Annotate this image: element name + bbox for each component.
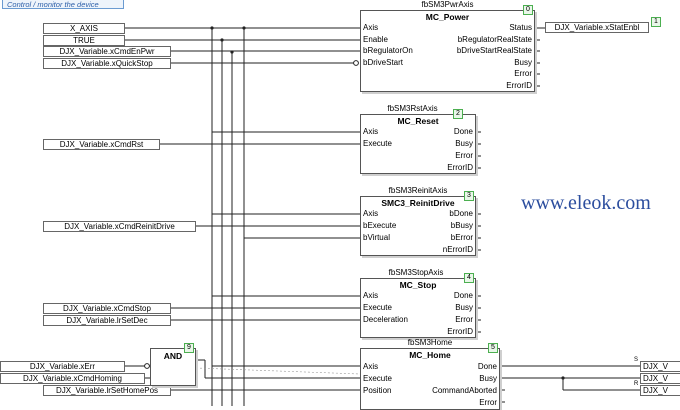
reset-in-execute: Execute <box>363 139 392 148</box>
mc-reset-block[interactable]: MC_Reset Axis Execute Done Busy Error Er… <box>360 114 476 174</box>
power-in-enable: Enable <box>363 35 388 44</box>
home-out-done: Done <box>477 362 497 371</box>
power-out-busy: Busy <box>514 58 532 67</box>
power-instance-name[interactable]: fbSM3PwrAxis <box>421 0 474 9</box>
var-right-1[interactable]: DJX_V <box>640 361 680 372</box>
home-out-command-aborted: CommandAborted <box>432 386 497 395</box>
and-gate-block[interactable]: AND <box>150 348 196 386</box>
power-out-error-id: ErrorID <box>506 81 532 90</box>
mc-home-title: MC_Home <box>409 350 451 360</box>
home-in-axis: Axis <box>363 362 379 371</box>
mc-power-block[interactable]: MC_Power Axis Enable bRegulatorOn bDrive… <box>360 10 535 92</box>
power-out-regulator-real: bRegulatorRealState <box>457 35 532 44</box>
stop-badge: 4 <box>464 273 474 283</box>
var-cmd-homing[interactable]: DJX_Variable.xCmdHoming <box>0 373 145 384</box>
stop-out-error: Error <box>455 315 473 324</box>
var-cmd-rst[interactable]: DJX_Variable.xCmdRst <box>43 139 160 150</box>
var-set-dec[interactable]: DJX_Variable.lrSetDec <box>43 315 171 326</box>
stop-out-done: Done <box>453 291 473 300</box>
mc-reset-title: MC_Reset <box>397 116 439 126</box>
home-out-error: Error <box>479 398 497 407</box>
mc-stop-block[interactable]: MC_Stop Axis Execute Deceleration Done B… <box>360 278 476 338</box>
reset-out-busy: Busy <box>455 139 473 148</box>
home-in-execute: Execute <box>363 374 392 383</box>
power-out-drive-start-real: bDriveStartRealState <box>456 46 532 55</box>
power-in-regulator-on: bRegulatorOn <box>363 46 413 55</box>
reinit-out-done: bDone <box>449 209 473 218</box>
power-in-axis: Axis <box>363 23 379 32</box>
reinit-instance-name[interactable]: fbSM3ReinitAxis <box>388 186 448 195</box>
home-instance-name[interactable]: fbSM3Home <box>407 338 453 347</box>
var-x-axis[interactable]: X_AXIS <box>43 23 125 34</box>
var-cmd-en-pwr[interactable]: DJX_Variable.xCmdEnPwr <box>43 46 171 57</box>
var-set-home-pos[interactable]: DJX_Variable.lrSetHomePos <box>43 385 171 396</box>
var-err[interactable]: DJX_Variable.xErr <box>0 361 125 372</box>
reset-out-error-id: ErrorID <box>447 163 473 172</box>
home-badge: 5 <box>488 343 498 353</box>
set-label: S <box>634 357 639 363</box>
power-in-drive-start: bDriveStart <box>363 58 404 67</box>
watermark-text: www.eleok.com <box>521 192 651 214</box>
reset-label: R <box>634 381 639 387</box>
var-true[interactable]: TRUE <box>43 35 125 46</box>
stop-in-deceleration: Deceleration <box>363 315 408 324</box>
smc3-reinit-block[interactable]: SMC3_ReinitDrive Axis bExecute bVirtual … <box>360 196 476 256</box>
smc3-reinit-title: SMC3_ReinitDrive <box>381 198 455 208</box>
var-stat-enbl-badge: 1 <box>651 17 661 27</box>
reinit-out-error: bError <box>450 233 473 242</box>
var-right-2[interactable]: DJX_V <box>640 373 680 384</box>
reset-badge: 2 <box>453 109 463 119</box>
stop-out-busy: Busy <box>455 303 473 312</box>
var-stat-enbl[interactable]: DJX_Variable.xStatEnbl <box>545 22 649 33</box>
stop-in-axis: Axis <box>363 291 379 300</box>
var-cmd-reinit[interactable]: DJX_Variable.xCmdReinitDrive <box>43 221 196 232</box>
and-gate-badge: 9 <box>184 343 194 353</box>
power-badge: 0 <box>523 5 533 15</box>
reinit-in-execute: bExecute <box>363 221 397 230</box>
network-title: Control / monitor the device <box>2 0 124 9</box>
mc-stop-title: MC_Stop <box>399 280 437 290</box>
reinit-badge: 3 <box>464 191 474 201</box>
reinit-out-error-id: nErrorID <box>442 245 473 254</box>
stop-instance-name[interactable]: fbSM3StopAxis <box>388 268 444 277</box>
and-gate-title: AND <box>163 351 183 361</box>
stop-in-execute: Execute <box>363 303 392 312</box>
reset-out-error: Error <box>455 151 473 160</box>
var-quick-stop[interactable]: DJX_Variable.xQuickStop <box>43 58 171 69</box>
mc-home-block[interactable]: MC_Home Axis Execute Position Done Busy … <box>360 348 500 410</box>
reinit-in-axis: Axis <box>363 209 379 218</box>
mc-power-title: MC_Power <box>425 12 470 22</box>
stop-out-error-id: ErrorID <box>447 327 473 336</box>
home-out-busy: Busy <box>479 374 497 383</box>
power-out-error: Error <box>514 69 532 78</box>
reset-out-done: Done <box>453 127 473 136</box>
reinit-out-busy: bBusy <box>450 221 473 230</box>
reset-in-axis: Axis <box>363 127 379 136</box>
var-cmd-stop[interactable]: DJX_Variable.xCmdStop <box>43 303 171 314</box>
reinit-in-virtual: bVirtual <box>363 233 390 242</box>
home-in-position: Position <box>363 386 392 395</box>
var-right-3[interactable]: DJX_V <box>640 385 680 396</box>
power-out-status: Status <box>509 23 532 32</box>
reset-instance-name[interactable]: fbSM3RstAxis <box>387 104 438 113</box>
